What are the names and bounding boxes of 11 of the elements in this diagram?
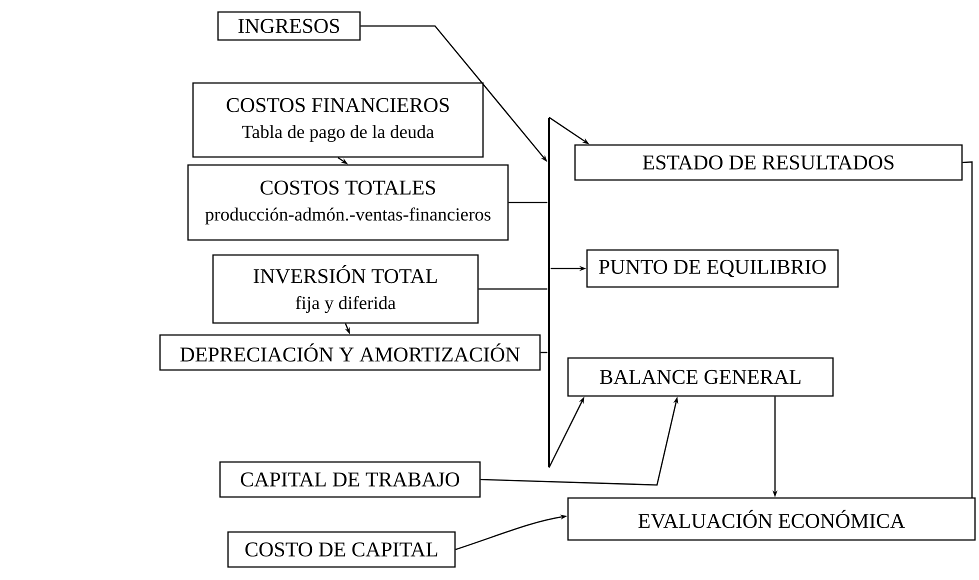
text-box: CAPITAL DE TRABAJO	[219, 461, 481, 498]
text-box: PUNTO DE EQUILIBRIO	[586, 249, 839, 288]
text-box: EVALUACIÓN ECONÓMICA	[567, 497, 976, 541]
text-box: COSTO DE CAPITAL	[227, 531, 456, 568]
text-box: INVERSIÓN TOTAL fija y diferida	[212, 254, 479, 324]
text-box: COSTOS TOTALES producción-admón.-ventas-financieros	[187, 164, 509, 241]
text-box: COSTOS FINANCIEROS Tabla de pago de la deuda	[192, 82, 484, 158]
text-box: BALANCE GENERAL	[567, 357, 834, 397]
text-box: INGRESOS	[217, 11, 361, 41]
text-box: ESTADO DE RESULTADOS	[574, 144, 963, 181]
text-box: DEPRECIACIÓN Y AMORTIZACIÓN	[159, 334, 541, 371]
